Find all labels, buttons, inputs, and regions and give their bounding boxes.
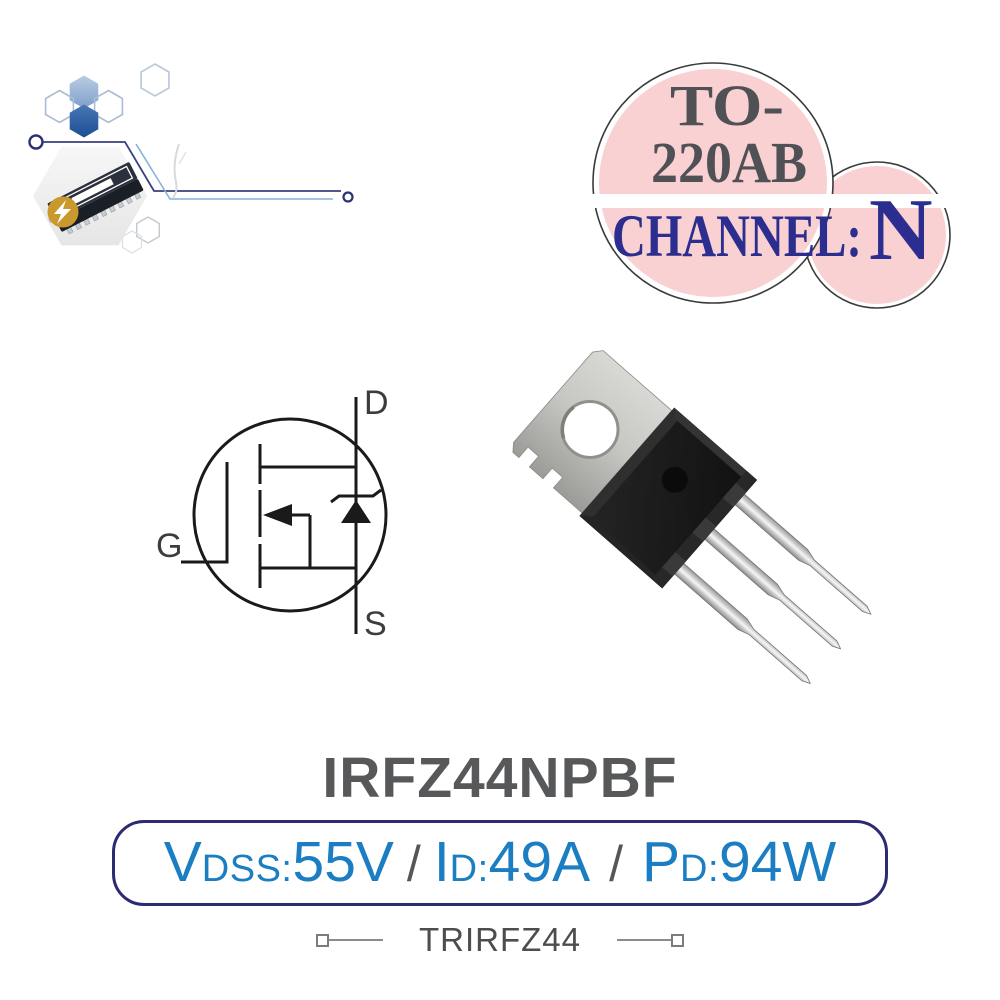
spec-pill: VDSS:55V/ID:49A/PD:94W (112, 820, 888, 906)
series-code: TRIRFZ44 (418, 921, 581, 958)
node-circle-icon (342, 191, 354, 203)
spec-value: 55V (292, 830, 394, 894)
drain-label: D (364, 384, 389, 422)
badge-bubble-large-fill (599, 69, 827, 297)
footer-series-row: TRIRFZ44 (0, 920, 1000, 960)
spec-value: 49A (488, 830, 591, 894)
symbol-labels: D G S (156, 384, 389, 643)
brand-logo (28, 63, 354, 254)
leg-shoulder (722, 482, 747, 508)
spec-separator: / (406, 836, 421, 892)
source-label: S (364, 605, 387, 643)
part-number-title: IRFZ44NPBF (322, 746, 678, 810)
node-circle-icon (28, 134, 44, 150)
package-badge: TO- 220AB CHANNEL: N (588, 62, 954, 309)
spec-symbol: I (433, 830, 450, 894)
footer-deco-line (328, 939, 383, 941)
hole-shadow (560, 405, 575, 439)
spec-subscript: D: (449, 848, 489, 890)
spec-value: 94W (719, 830, 837, 894)
package-body (579, 407, 758, 589)
body-arrow (263, 504, 292, 526)
hexagon-icon (135, 216, 161, 244)
package-legs (668, 488, 872, 685)
lightning-icon (54, 200, 71, 224)
badge-divider-band (588, 194, 954, 208)
hexagon-icon (121, 230, 143, 254)
hexagon-icon (69, 75, 99, 109)
hexagon-icon (93, 89, 124, 124)
spec-subscript: D: (680, 848, 720, 890)
mosfet-symbol (181, 397, 388, 634)
watermark-squiggle (178, 151, 187, 165)
body-bevel-right (674, 407, 758, 481)
package-name-line2: 220AB (651, 130, 807, 195)
channel-label: CHANNEL: (612, 203, 862, 269)
body-diode (341, 500, 371, 523)
hexagon-icon (69, 104, 99, 138)
body-bevel-top (579, 407, 677, 517)
leg (728, 488, 872, 615)
spec-subscript: DSS: (201, 848, 293, 890)
body-bevel-left (579, 515, 663, 589)
footer-deco-line (617, 939, 671, 941)
body-indent (661, 466, 688, 493)
circuit-trace (43, 141, 341, 192)
spec-symbol: V (163, 830, 202, 894)
hexagon-icon (140, 63, 170, 97)
footer-deco-square (671, 933, 684, 947)
channel-value: N (869, 182, 933, 279)
gate-line (181, 462, 229, 564)
package-name-line1: TO- (670, 73, 784, 138)
leg (698, 523, 842, 650)
watermark-squiggle (172, 143, 180, 199)
transistor-photo (512, 350, 872, 685)
diode-cathode-bar (330, 488, 382, 504)
leg-shoulder (692, 517, 717, 542)
spec-separator: / (609, 836, 623, 892)
footer-deco-square (315, 933, 329, 947)
spec-symbol: P (642, 830, 681, 894)
leg-shoulder (662, 552, 686, 577)
circuit-trace (135, 143, 333, 200)
hexagon-icon (44, 89, 75, 124)
gate-label: G (156, 527, 182, 565)
leg (668, 557, 812, 685)
symbol-circle (192, 417, 388, 613)
